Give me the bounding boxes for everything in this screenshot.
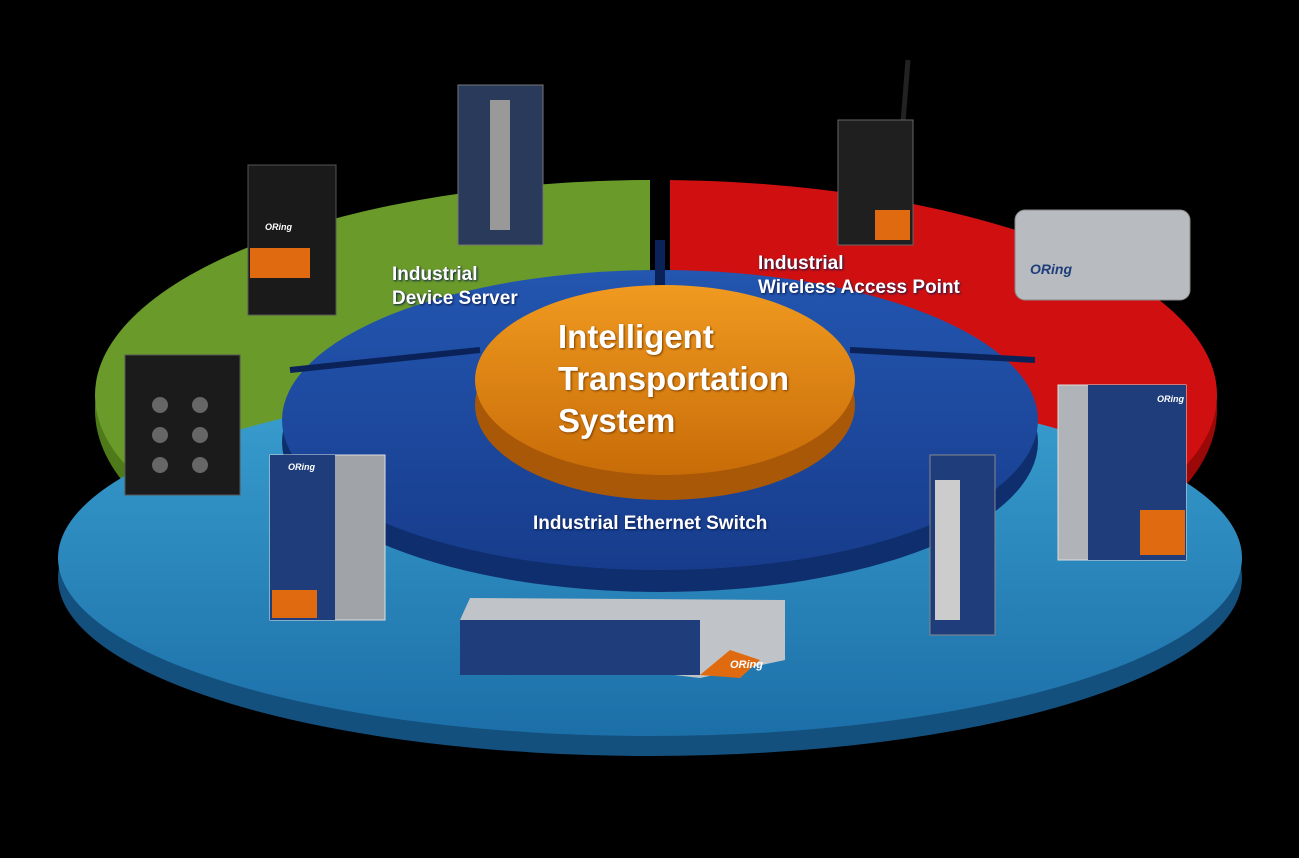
- device-din-switch-1: [269, 454, 386, 621]
- brand-logo-din-switch-3: ORing: [1157, 394, 1184, 404]
- device-server-2: [457, 84, 544, 246]
- device-din-switch-2: [929, 454, 996, 636]
- label-line: Wireless Access Point: [758, 277, 960, 298]
- segment-label-device-server: Industrial Device Server: [392, 263, 518, 311]
- device-rack-switch: [460, 598, 785, 678]
- brand-logo-wireless-ap: ORing: [1030, 261, 1072, 277]
- title-line: Intelligent: [558, 318, 714, 355]
- brand-logo-device-server: ORing: [265, 222, 292, 232]
- device-m12-switch: [124, 354, 241, 496]
- device-server-1: [247, 164, 337, 316]
- label-line: Industrial: [392, 264, 478, 285]
- device-wireless-ap-2: [1014, 209, 1191, 301]
- segment-label-wireless-ap: Industrial Wireless Access Point: [758, 252, 960, 300]
- segment-label-ethernet-switch: Industrial Ethernet Switch: [533, 513, 768, 534]
- brand-logo-rack-switch: ORing: [730, 659, 763, 671]
- title-line: Transportation: [558, 360, 790, 397]
- device-wireless-ap-1: [837, 59, 914, 246]
- title-line: System: [558, 402, 676, 439]
- label-line: Industrial: [758, 253, 844, 274]
- center-title: Intelligent Transportation System: [558, 316, 789, 442]
- label-line: Device Server: [392, 288, 518, 309]
- brand-logo-din-switch: ORing: [288, 462, 315, 472]
- center-disc: [475, 285, 855, 475]
- device-din-switch-3: [1057, 384, 1187, 561]
